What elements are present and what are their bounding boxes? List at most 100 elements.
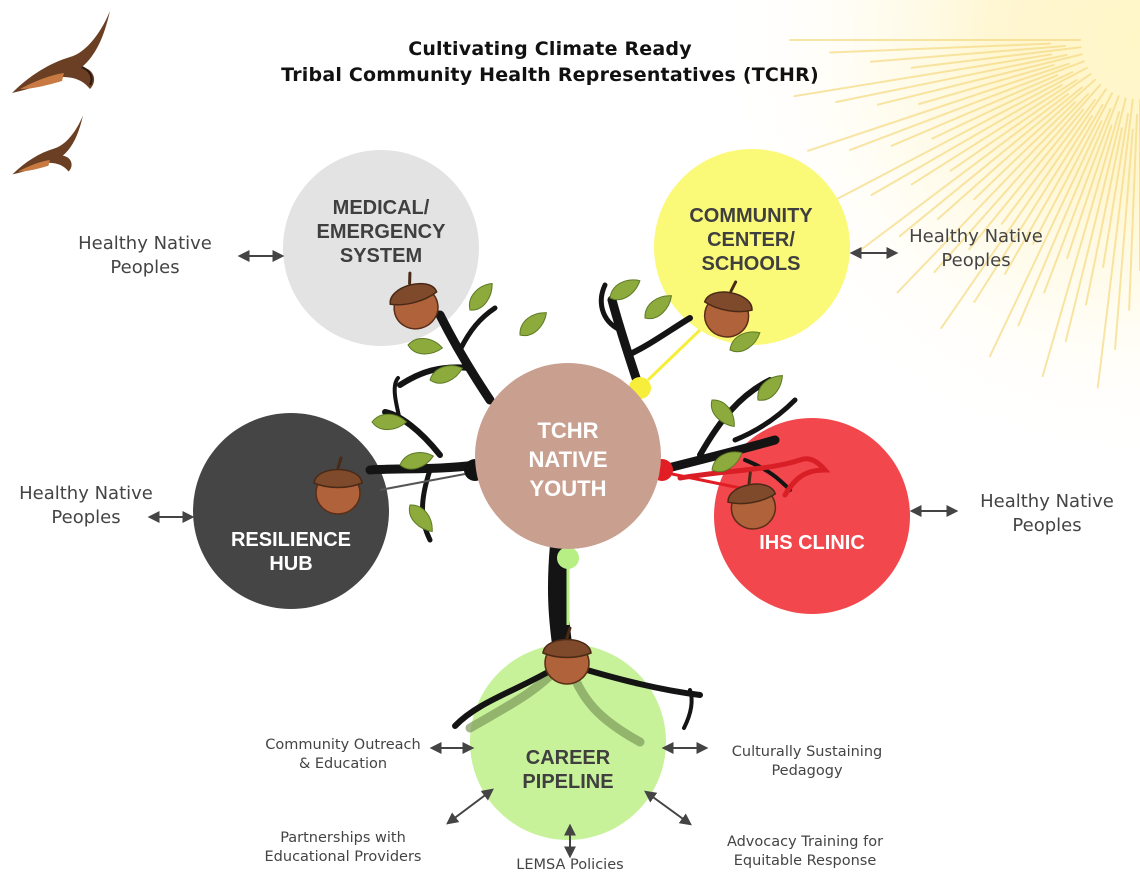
side-label-line: Healthy Native — [980, 491, 1114, 512]
sun-ray — [869, 45, 1067, 63]
label-center-line: YOUTH — [529, 476, 607, 501]
sun-ray — [1114, 128, 1134, 350]
sun-ray — [949, 73, 1092, 172]
pipeline-label-partnerships: Partnerships with Educational Providers — [238, 829, 448, 867]
sun-ray — [876, 53, 1083, 106]
side-label-line: Peoples — [110, 257, 180, 278]
sun-ray — [936, 78, 1097, 221]
pipeline-label-lemsa: LEMSA Policies — [480, 856, 660, 875]
sun-ray — [1066, 124, 1113, 260]
label-resilience-line: RESILIENCE — [230, 529, 352, 551]
node-career — [470, 644, 666, 840]
label-medical-line: SYSTEM — [339, 245, 423, 267]
sun-ray — [896, 93, 1090, 294]
sun-ray — [968, 108, 1085, 251]
label-center: TCHR NATIVE YOUTH — [478, 416, 658, 503]
label-resilience-line: HUB — [269, 553, 313, 575]
label-medical-line: EMERGENCY — [316, 221, 446, 243]
label-ihs: IHS CLINIC — [712, 531, 912, 555]
label-center-line: NATIVE — [528, 447, 608, 472]
sun-ray — [829, 42, 1052, 54]
side-label-line: Healthy Native — [78, 233, 212, 254]
sun-ray — [859, 93, 1070, 252]
label-career-line: PIPELINE — [522, 771, 614, 793]
label-community: COMMUNITY CENTER/ SCHOOLS — [651, 204, 851, 276]
pipeline-label-line: Advocacy Training for — [726, 834, 884, 850]
label-medical-line: MEDICAL/ — [332, 197, 430, 219]
side-label-ihs: Healthy Native Peoples — [957, 490, 1137, 538]
side-arrows — [147, 247, 959, 859]
side-label-line: Healthy Native — [909, 226, 1043, 247]
label-medical: MEDICAL/ EMERGENCY SYSTEM — [281, 196, 481, 268]
sun-ray — [793, 53, 1053, 98]
pipeline-label-line: Pedagogy — [771, 763, 843, 779]
label-career: CAREER PIPELINE — [468, 746, 668, 794]
label-community-line: CENTER/ — [707, 229, 795, 251]
pipeline-label-pedagogy: Culturally Sustaining Pedagogy — [712, 743, 902, 781]
sun-ray — [829, 66, 1088, 204]
sun-ray — [910, 46, 1082, 69]
acorn-icon — [727, 471, 777, 530]
acorn-icon — [389, 271, 439, 330]
pipeline-label-line: Partnerships with — [280, 830, 406, 846]
sun-ray — [1084, 127, 1123, 306]
node-resilience — [193, 413, 389, 609]
label-community-line: SCHOOLS — [701, 253, 801, 275]
sun-ray — [1000, 98, 1096, 225]
sun-ray — [870, 84, 1064, 196]
label-career-line: CAREER — [525, 747, 611, 769]
side-label-line: Peoples — [941, 250, 1011, 271]
pipeline-label-line: LEMSA Policies — [516, 857, 624, 873]
sun-ray — [1041, 111, 1121, 378]
sun-ray — [898, 86, 1083, 238]
label-community-line: COMMUNITY — [689, 205, 813, 227]
sun-ray — [1032, 92, 1114, 245]
acorn-icon — [313, 456, 363, 515]
sun-ray — [918, 64, 1055, 105]
sun-ray — [931, 71, 1074, 140]
pipeline-label-line: Community Outreach — [265, 737, 421, 753]
sun-ray — [988, 120, 1103, 358]
side-label-line: Peoples — [1012, 515, 1082, 536]
sun-ray — [1102, 113, 1129, 269]
red-branch — [677, 456, 831, 498]
label-ihs-line: IHS CLINIC — [759, 532, 865, 554]
sun-ray — [933, 83, 1102, 274]
connector-arrow-community — [646, 328, 702, 382]
sun-ray — [835, 54, 1068, 104]
label-center-line: TCHR — [537, 418, 599, 443]
sun-ray — [1128, 113, 1138, 311]
pipeline-label-outreach: Community Outreach & Education — [248, 736, 438, 774]
pipeline-label-advocacy: Advocacy Training for Equitable Response — [700, 833, 910, 871]
node-community — [654, 149, 850, 345]
sun-ray — [1004, 103, 1104, 275]
pipeline-label-line: Culturally Sustaining — [731, 744, 883, 760]
node-center — [475, 363, 661, 549]
side-label-resilience: Healthy Native Peoples — [0, 482, 176, 530]
pipeline-label-line: Educational Providers — [264, 849, 422, 865]
pipeline-label-line: Equitable Response — [733, 853, 877, 869]
title-line-2: Tribal Community Health Representatives … — [281, 64, 819, 86]
sun-ray — [849, 60, 1085, 151]
label-resilience: RESILIENCE HUB — [191, 528, 391, 576]
sun-ray — [807, 62, 1070, 152]
side-label-line: Healthy Native — [19, 483, 153, 504]
side-label-community: Healthy Native Peoples — [886, 225, 1066, 273]
sun-ray — [973, 115, 1093, 304]
sun-ray — [940, 88, 1107, 330]
acorn-icon — [542, 626, 592, 685]
sun-ray — [910, 79, 1078, 186]
sun-ray — [973, 101, 1077, 201]
sun-ray — [890, 74, 1059, 147]
connector-arrow-ihs — [671, 472, 741, 490]
connector-arrow-resilience — [379, 473, 466, 491]
sun-ray — [1017, 107, 1112, 327]
connector-dot-career — [557, 547, 579, 569]
hawk-icon — [12, 11, 110, 93]
hawk-icon — [12, 115, 83, 175]
side-label-medical: Healthy Native Peoples — [55, 232, 235, 280]
sun-ray — [1096, 98, 1134, 389]
sun-ray — [1043, 95, 1120, 294]
sun-ray — [1064, 97, 1127, 342]
